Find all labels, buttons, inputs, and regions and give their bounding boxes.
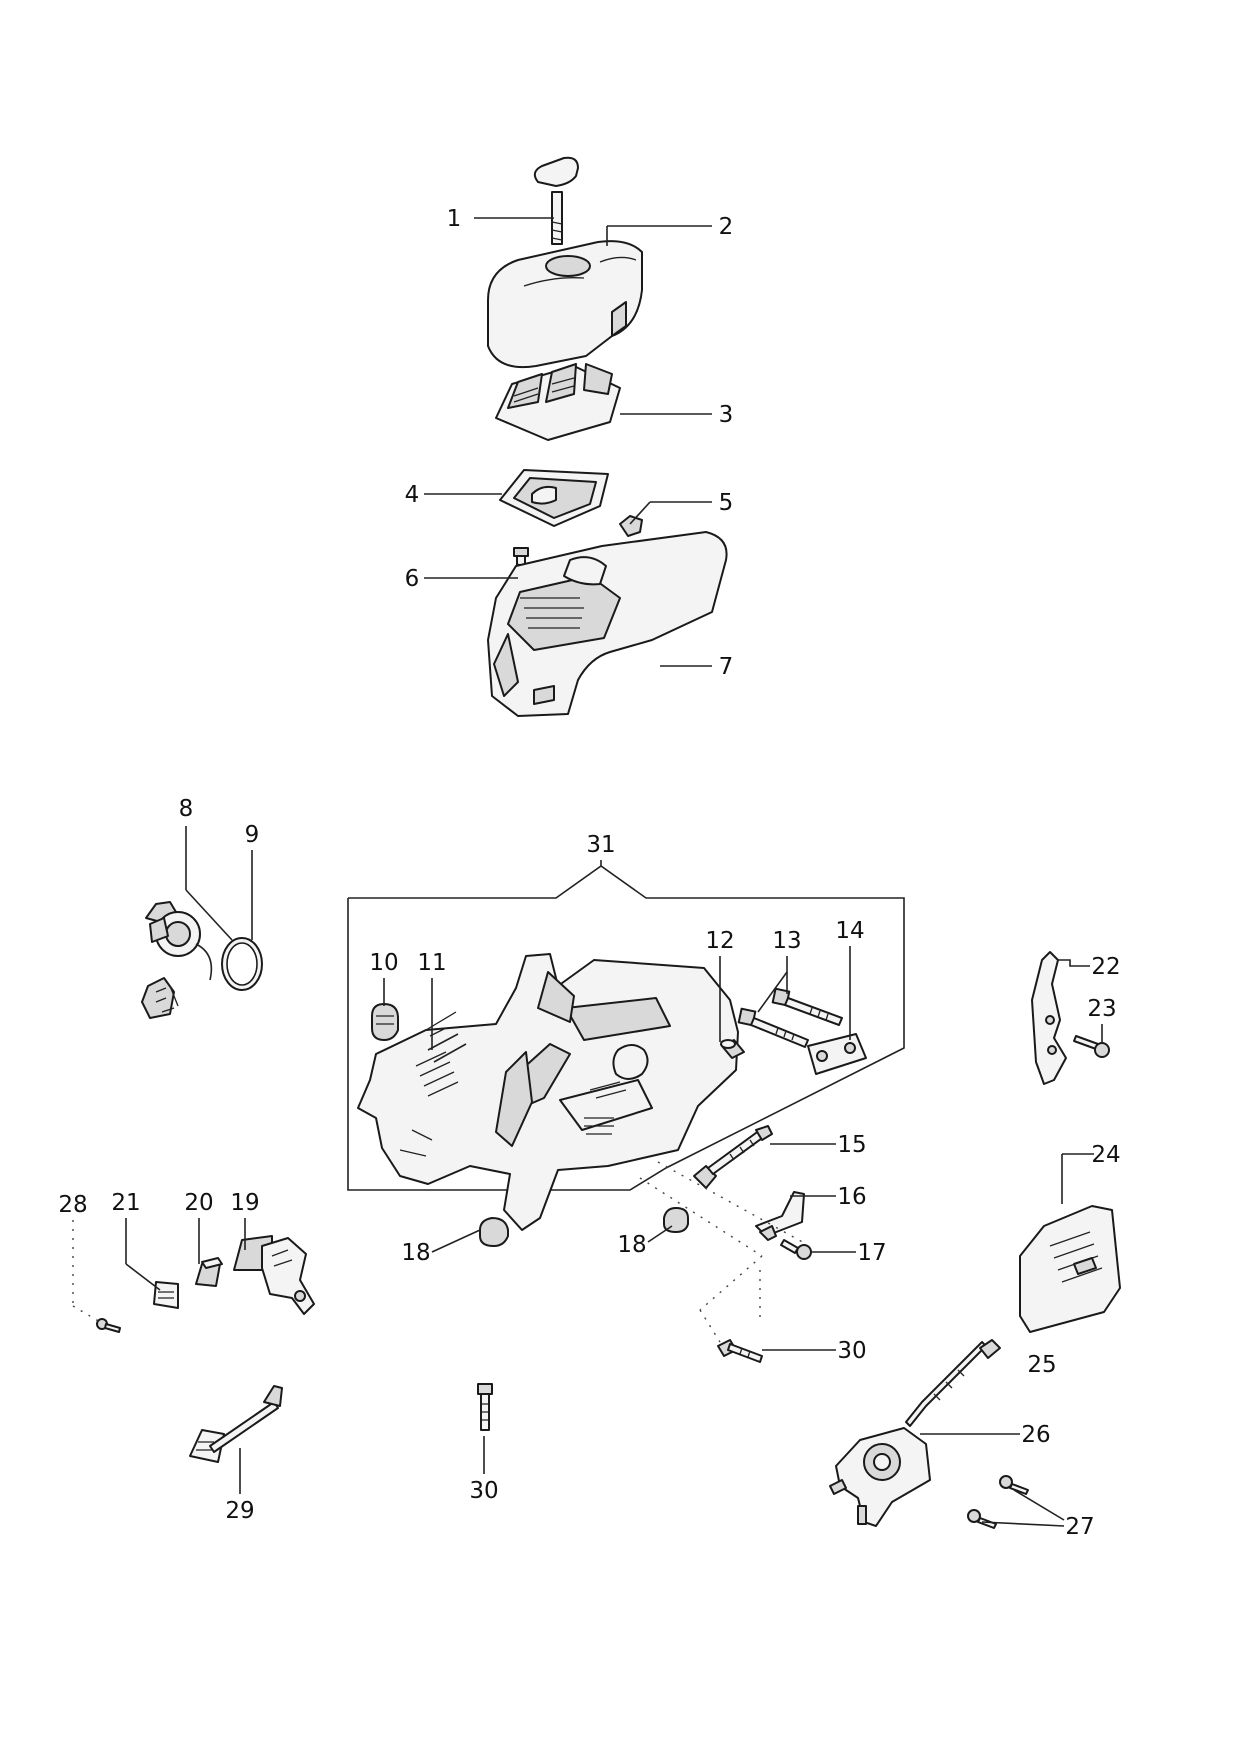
part-16-bracket	[755, 1191, 805, 1241]
part-25-oil-line	[905, 1339, 1001, 1427]
part-9-o-ring	[221, 937, 263, 991]
part-10-plug	[371, 1003, 399, 1041]
label-12: 12	[705, 928, 734, 954]
part-11-engine-housing	[357, 953, 739, 1231]
label-5: 5	[719, 490, 734, 516]
part-13-bolts	[737, 987, 843, 1048]
label-24: 24	[1091, 1142, 1120, 1168]
label-27: 27	[1065, 1514, 1094, 1540]
part-7-top-housing	[487, 531, 728, 717]
label-2: 2	[719, 214, 734, 240]
label-17: 17	[857, 1240, 886, 1266]
part-1-knob-screw	[533, 156, 579, 245]
label-15: 15	[837, 1132, 866, 1158]
part-18-nut-b	[663, 1207, 689, 1233]
label-1: 1	[447, 206, 462, 232]
label-16: 16	[837, 1184, 866, 1210]
label-14: 14	[835, 918, 864, 944]
label-23: 23	[1087, 996, 1116, 1022]
part-17-screw	[780, 1239, 812, 1260]
label-8: 8	[179, 796, 194, 822]
dashed-assembly-lines	[639, 1161, 807, 1343]
part-19-switch	[233, 1235, 315, 1315]
part-30-bolt-a	[717, 1339, 763, 1363]
part-4-gasket	[499, 469, 609, 527]
label-6: 6	[405, 566, 420, 592]
label-4: 4	[405, 482, 420, 508]
label-11: 11	[417, 950, 446, 976]
label-10: 10	[369, 950, 398, 976]
part-22-chain-catcher	[1031, 951, 1067, 1085]
label-21: 21	[111, 1190, 140, 1216]
label-18a: 18	[401, 1240, 430, 1266]
label-30b: 30	[469, 1478, 498, 1504]
part-18-nut-a	[479, 1217, 509, 1247]
part-20-switch	[195, 1257, 223, 1287]
part-23-screw	[1073, 1035, 1110, 1058]
part-29-pin	[189, 1385, 283, 1463]
label-28: 28	[58, 1192, 87, 1218]
part-14-plate	[807, 1033, 867, 1075]
label-29: 29	[225, 1498, 254, 1524]
label-25: 25	[1027, 1352, 1056, 1378]
part-28-screw	[96, 1318, 121, 1333]
label-9: 9	[245, 822, 260, 848]
label-18b: 18	[617, 1232, 646, 1258]
label-22: 22	[1091, 954, 1120, 980]
part-27-screws	[967, 1475, 1029, 1529]
label-30a: 30	[837, 1338, 866, 1364]
part-21-tab	[153, 1281, 179, 1309]
part-labels: 1 2 3 4 5 6 7 8 9 10 11 12 13 14 15 16 1…	[58, 206, 1120, 1540]
label-26: 26	[1021, 1422, 1050, 1448]
part-5-nut	[619, 515, 643, 537]
part-26-oil-pump	[829, 1427, 931, 1527]
leader-lines	[72, 217, 1103, 1527]
label-20: 20	[184, 1190, 213, 1216]
label-7: 7	[719, 654, 734, 680]
part-15-bolt	[693, 1125, 773, 1189]
label-31: 31	[586, 832, 615, 858]
label-19: 19	[230, 1190, 259, 1216]
part-8-fuel-cap	[141, 901, 213, 1019]
group-31-frame	[347, 865, 905, 1191]
part-12-dowel	[720, 1039, 745, 1059]
label-3: 3	[719, 402, 734, 428]
part-2-filter-cover	[487, 240, 643, 368]
label-13: 13	[772, 928, 801, 954]
part-3-air-filter	[495, 363, 621, 441]
part-24-cover	[1019, 1205, 1121, 1333]
part-30-bolt-b	[477, 1383, 493, 1431]
